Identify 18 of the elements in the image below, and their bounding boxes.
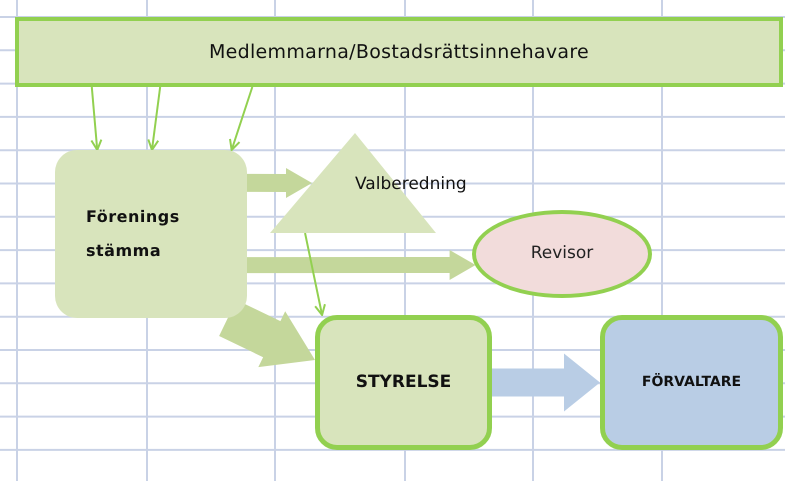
- arrow: [229, 86, 254, 151]
- board-box: [315, 315, 492, 450]
- block-arrow: [247, 250, 476, 280]
- node-label: Revisor: [530, 242, 594, 266]
- block-arrow: [492, 354, 600, 412]
- manager-box: [600, 315, 783, 450]
- arrow: [147, 86, 162, 151]
- arrow: [90, 86, 102, 151]
- node-label: STYRELSE: [356, 370, 452, 394]
- node-label: Valberedning: [355, 174, 467, 194]
- block-arrow: [247, 168, 312, 198]
- node-label: Förenings stämma: [86, 206, 181, 262]
- node-label: FÖRVALTARE: [642, 372, 742, 392]
- node-label: Medlemmarna/Bostadsrättsinnehavare: [208, 40, 590, 65]
- triangle-node: [270, 133, 468, 233]
- meeting-box: [55, 150, 247, 318]
- arrow: [304, 232, 326, 316]
- members-bar: [15, 17, 783, 87]
